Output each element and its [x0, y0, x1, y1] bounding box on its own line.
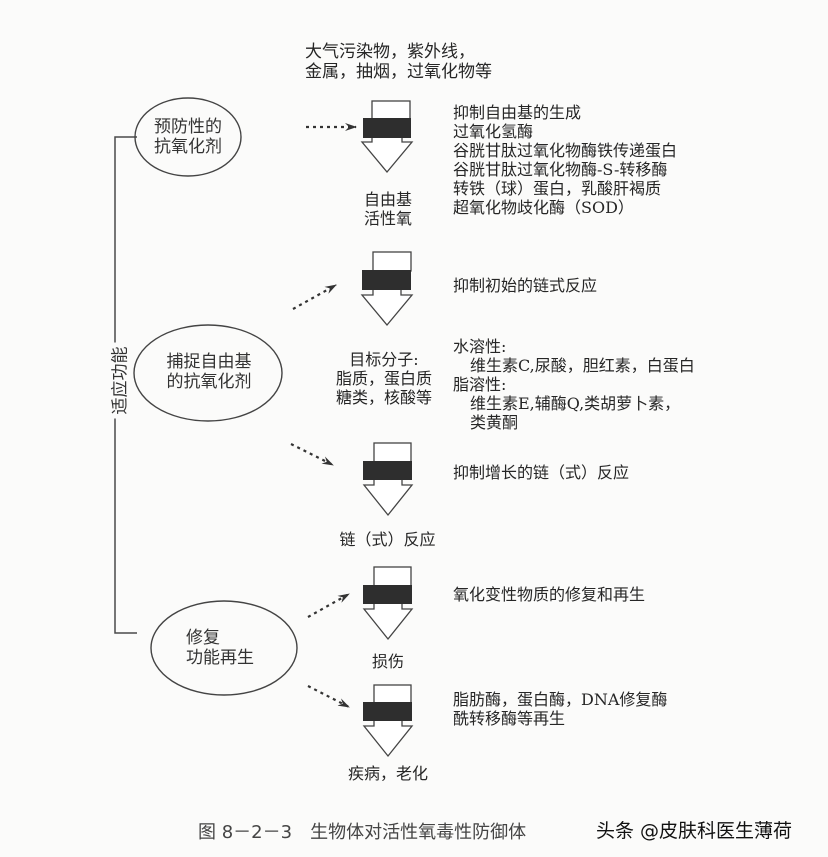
stage1-item: 谷胱甘肽过氧化物酶-S-转移酶	[453, 160, 668, 179]
repair-regeneration-label: 修复 功能再生	[186, 628, 254, 668]
stage4-title: 氧化变性物质的修复和再生	[453, 585, 646, 604]
dotted-arrow-4	[307, 593, 350, 618]
stage2-result: 目标分子: 脂质，蛋白质 糖类，核酸等	[335, 350, 432, 407]
stage1-item: 转铁（球）蛋白，乳酸肝褐质	[453, 179, 662, 198]
block-arrow-3	[362, 442, 414, 517]
dotted-arrow-2	[292, 284, 337, 310]
stage2-title: 抑制初始的链式反应	[453, 276, 598, 295]
scavenging-antioxidant-label: 捕捉自由基 的抗氧化剂	[166, 352, 252, 392]
dotted-arrow-5	[307, 685, 350, 708]
adaptive-function-label: 适应功能	[105, 342, 131, 419]
stage3-title: 抑制增长的链（式）反应	[453, 463, 630, 482]
preventive-antioxidant-ellipse	[134, 97, 242, 177]
fat-soluble-label: 脂溶性:	[453, 375, 507, 394]
stage1-item: 超氧化物歧化酶（SOD）	[453, 198, 634, 217]
stage1-title: 抑制自由基的生成	[453, 103, 582, 122]
block-arrow-1	[360, 100, 414, 174]
stage1-result: 自由基 活性氧	[363, 190, 412, 228]
block-arrow-2	[360, 251, 414, 327]
scavenging-antioxidant-ellipse	[133, 324, 283, 422]
block-arrow-4	[362, 566, 414, 641]
oxidative-sources-text: 大气污染物，紫外线， 金属，抽烟，过氧化物等	[305, 42, 492, 82]
stage3-result: 链（式）反应	[339, 530, 436, 549]
stage4-result: 损伤	[371, 652, 404, 671]
stage5-result: 疾病，老化	[347, 764, 428, 783]
stage1-item: 谷胱甘肽过氧化物酶铁传递蛋白	[453, 141, 678, 160]
stage5-title: 脂肪酶，蛋白酶，DNA修复酶 酰转移酶等再生	[453, 690, 668, 728]
preventive-antioxidant-label: 预防性的 抗氧化剂	[154, 117, 222, 157]
repair-regeneration-ellipse	[150, 600, 298, 696]
block-arrow-5	[362, 684, 414, 758]
stage1-item: 过氧化氢酶	[453, 122, 534, 141]
water-soluble-label: 水溶性:	[453, 337, 507, 356]
fat-soluble-items: 维生素E,辅酶Q,类胡萝卜素， 类黄酮	[470, 394, 681, 432]
water-soluble-items: 维生素C,尿酸，胆红素，白蛋白	[470, 356, 695, 375]
watermark: 头条 @皮肤科医生薄荷	[596, 820, 793, 842]
dotted-arrow-3	[290, 443, 334, 466]
figure-caption: 图 8－2－3 生物体对活性氧毒性防御体	[198, 822, 527, 843]
